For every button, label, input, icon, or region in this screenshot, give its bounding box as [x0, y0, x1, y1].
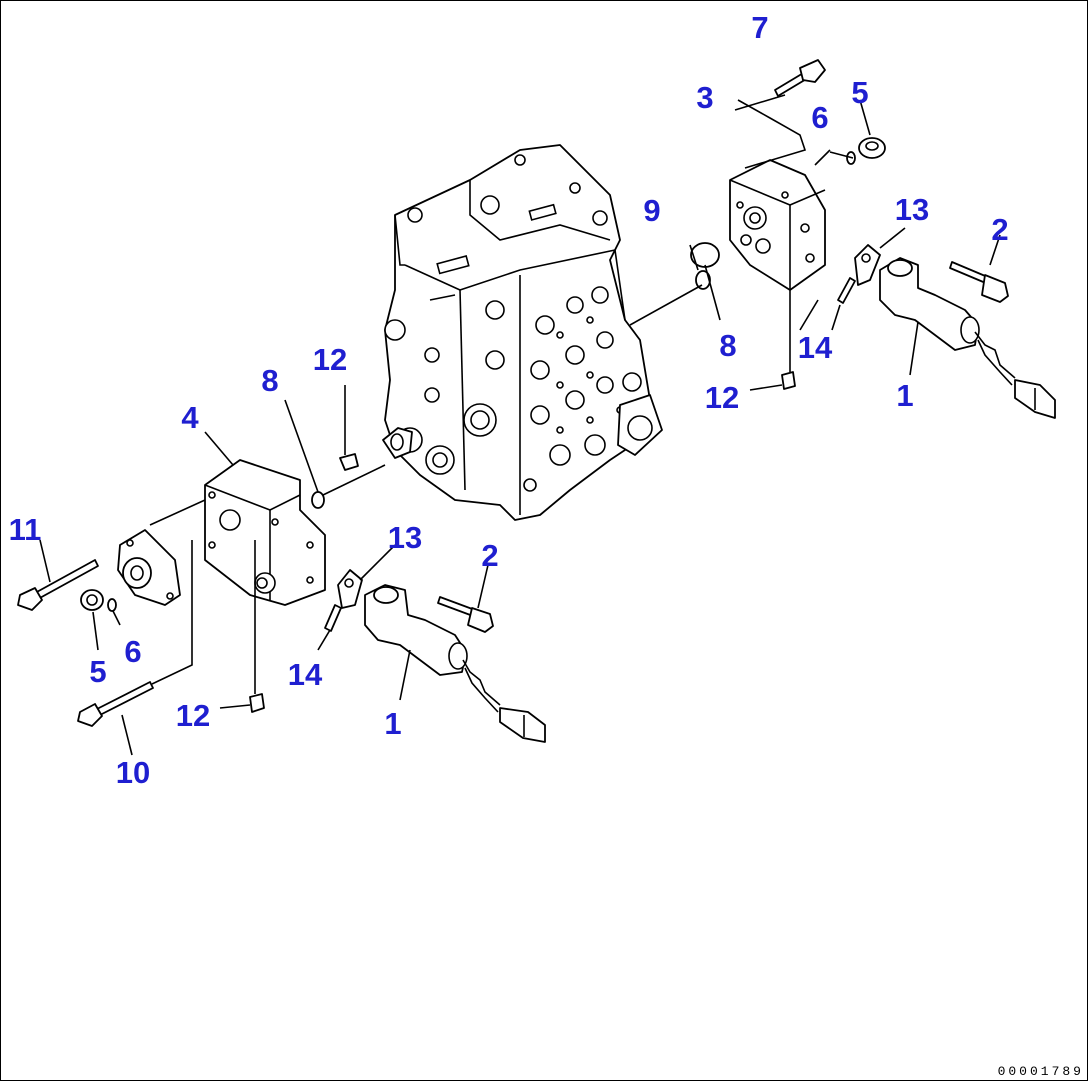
- callout-2b: 2: [481, 538, 498, 573]
- bolt-10: [77, 681, 154, 727]
- callout-4: 4: [181, 400, 199, 435]
- callout-6a: 6: [811, 100, 828, 135]
- callout-9: 9: [643, 193, 660, 228]
- callout-13a: 13: [895, 192, 929, 227]
- gasket-13-lower: [337, 569, 363, 609]
- body-fitting: [382, 427, 413, 459]
- valve-block-4: [204, 459, 326, 606]
- callout-13b: 13: [388, 520, 422, 555]
- callout-1b: 1: [384, 706, 401, 741]
- callout-14b: 14: [288, 657, 323, 692]
- callout-8a: 8: [719, 328, 736, 363]
- bolt-11: [17, 559, 99, 611]
- bolt-2-upper: [949, 261, 1009, 303]
- plug-5-lower: [80, 589, 104, 611]
- pin-14-lower: [324, 604, 342, 632]
- o-ring-8-left: [311, 491, 325, 509]
- callout-2a: 2: [991, 212, 1008, 247]
- callout-12c: 12: [176, 698, 210, 733]
- bolt-2-lower: [437, 596, 494, 633]
- callout-10: 10: [116, 755, 150, 790]
- plug-12-right: [781, 371, 796, 390]
- callout-3: 3: [696, 80, 713, 115]
- document-number: 00001789: [997, 1064, 1084, 1079]
- pin-14-upper: [837, 277, 856, 304]
- o-ring-8-upper: [695, 270, 711, 290]
- callout-6b: 6: [124, 634, 141, 669]
- plug-5-upper: [858, 137, 886, 159]
- callout-12a: 12: [313, 342, 347, 377]
- callout-1a: 1: [896, 378, 913, 413]
- plug-12-bottom: [249, 693, 265, 713]
- callout-14a: 14: [798, 330, 833, 365]
- callout-12b: 12: [705, 380, 739, 415]
- o-ring-6-lower: [107, 598, 117, 612]
- callout-11: 11: [9, 512, 42, 547]
- gasket-13-upper: [854, 244, 881, 286]
- valve-block-3: [729, 159, 826, 291]
- bolt-7: [774, 59, 826, 97]
- leader-lines: [39, 94, 1001, 756]
- flange-cover: [117, 529, 181, 606]
- callout-8b: 8: [261, 363, 278, 398]
- callout-5b: 5: [89, 654, 106, 689]
- main-valve-body: [384, 144, 663, 521]
- callout-7: 7: [751, 10, 768, 45]
- solenoid-1-upper: [879, 257, 1056, 419]
- callout-5a: 5: [851, 75, 868, 110]
- solenoid-1-lower: [364, 584, 546, 743]
- plug-12-left: [339, 453, 359, 471]
